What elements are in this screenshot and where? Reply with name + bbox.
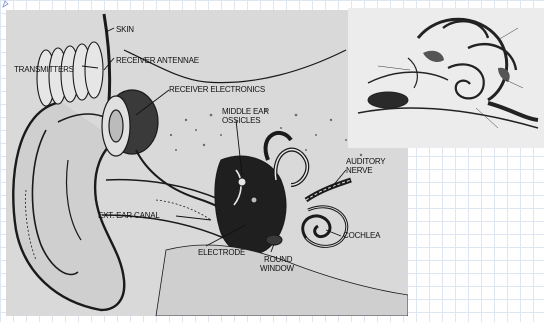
label-receiver-electronics: RECEIVER ELECTRONICS <box>169 85 265 94</box>
corner-cursor-icon <box>2 0 10 8</box>
label-round-window-line2: WINDOW <box>260 264 295 273</box>
label-middle-ear-line1: MIDDLE EAR <box>222 107 269 116</box>
label-cochlea: COCHLEA <box>343 231 381 240</box>
receiver-electronics-device <box>102 90 158 156</box>
label-middle-ear-line2: OSSICLES <box>222 116 260 125</box>
label-transmitters: TRANSMITTERS <box>14 65 74 74</box>
round-window <box>266 235 282 245</box>
label-auditory-nerve-line1: AUDITORY <box>346 157 386 166</box>
label-receiver-antennae: RECEIVER ANTENNAE <box>116 56 199 65</box>
inset-paper <box>348 8 544 148</box>
transmitter-coils <box>37 42 103 106</box>
inner-ear-inset-illustration <box>348 8 544 148</box>
label-auditory-nerve-line2: NERVE <box>346 166 372 175</box>
label-ext-ear-canal: EXT. EAR CANAL <box>98 211 160 220</box>
label-electrode: ELECTRODE <box>198 248 245 257</box>
label-skin: SKIN <box>116 25 134 34</box>
label-round-window-line1: ROUND <box>264 255 293 264</box>
